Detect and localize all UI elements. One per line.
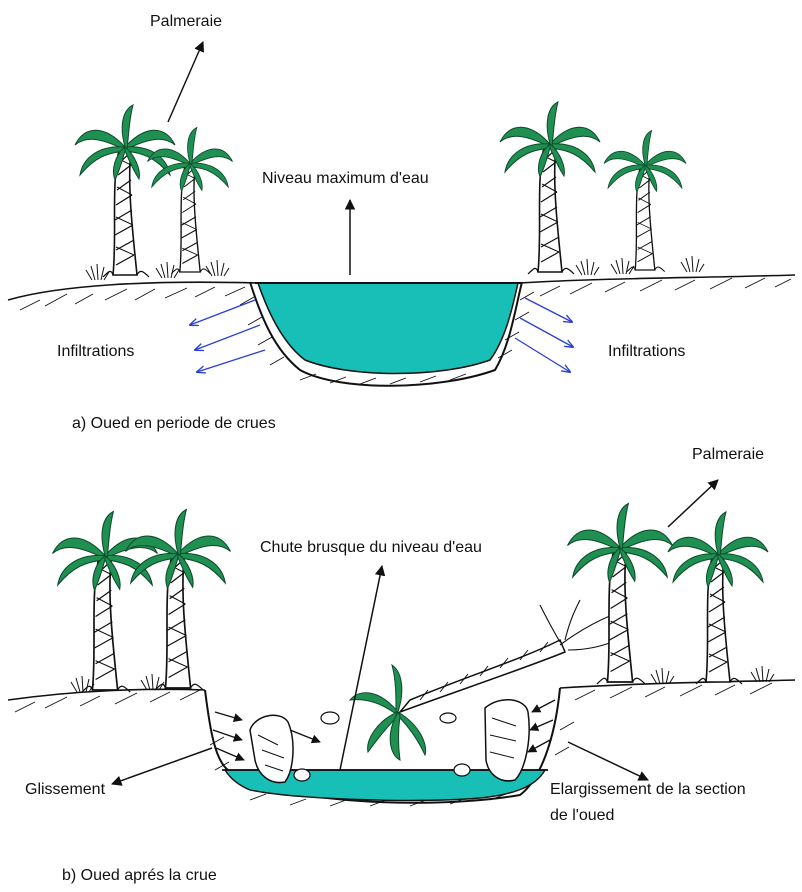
label-niveau-maximum: Niveau maximum d'eau (262, 170, 429, 187)
collapsed-block-right (485, 700, 529, 781)
caption-b: b) Oued aprés la crue (62, 867, 217, 884)
water-body-a (258, 283, 518, 374)
fallen-palm-tree (350, 600, 618, 760)
ground-left-a (8, 282, 258, 300)
palm-tree (604, 131, 686, 272)
panel-b: Palmeraie Chute brusque du niveau d'eau … (8, 446, 795, 884)
palm-tree (568, 504, 673, 685)
palm-tree (126, 510, 231, 691)
caption-a: a) Oued en periode de crues (72, 415, 276, 432)
infiltration-arrows-right (515, 298, 573, 372)
palm-tree (148, 127, 233, 273)
label-elargissement-line2: de l'oued (550, 807, 614, 824)
panel-a: Palmeraie Niveau maximum d'eau Infiltrat… (8, 13, 795, 432)
label-infiltrations-right: Infiltrations (608, 343, 685, 360)
palm-tree (668, 512, 768, 684)
label-elargissement-line1: Elargissement de la section (550, 781, 746, 798)
label-glissement: Glissement (25, 781, 106, 798)
label-infiltrations-left: Infiltrations (57, 343, 134, 360)
palm-tree (75, 105, 175, 277)
label-palmeraie-b: Palmeraie (692, 446, 764, 463)
ground-left-b (8, 689, 205, 700)
arrow-glissement (112, 748, 212, 784)
label-chute-brusque: Chute brusque du niveau d'eau (260, 539, 482, 556)
arrow-elargissement (568, 742, 648, 780)
infiltration-arrows-left (190, 300, 265, 372)
slide-arrows-right (528, 700, 555, 752)
palm-tree (500, 102, 600, 274)
arrow-palmeraie-a (168, 42, 203, 122)
arrow-palmeraie-b (668, 480, 718, 527)
label-palmeraie-a: Palmeraie (150, 13, 222, 30)
